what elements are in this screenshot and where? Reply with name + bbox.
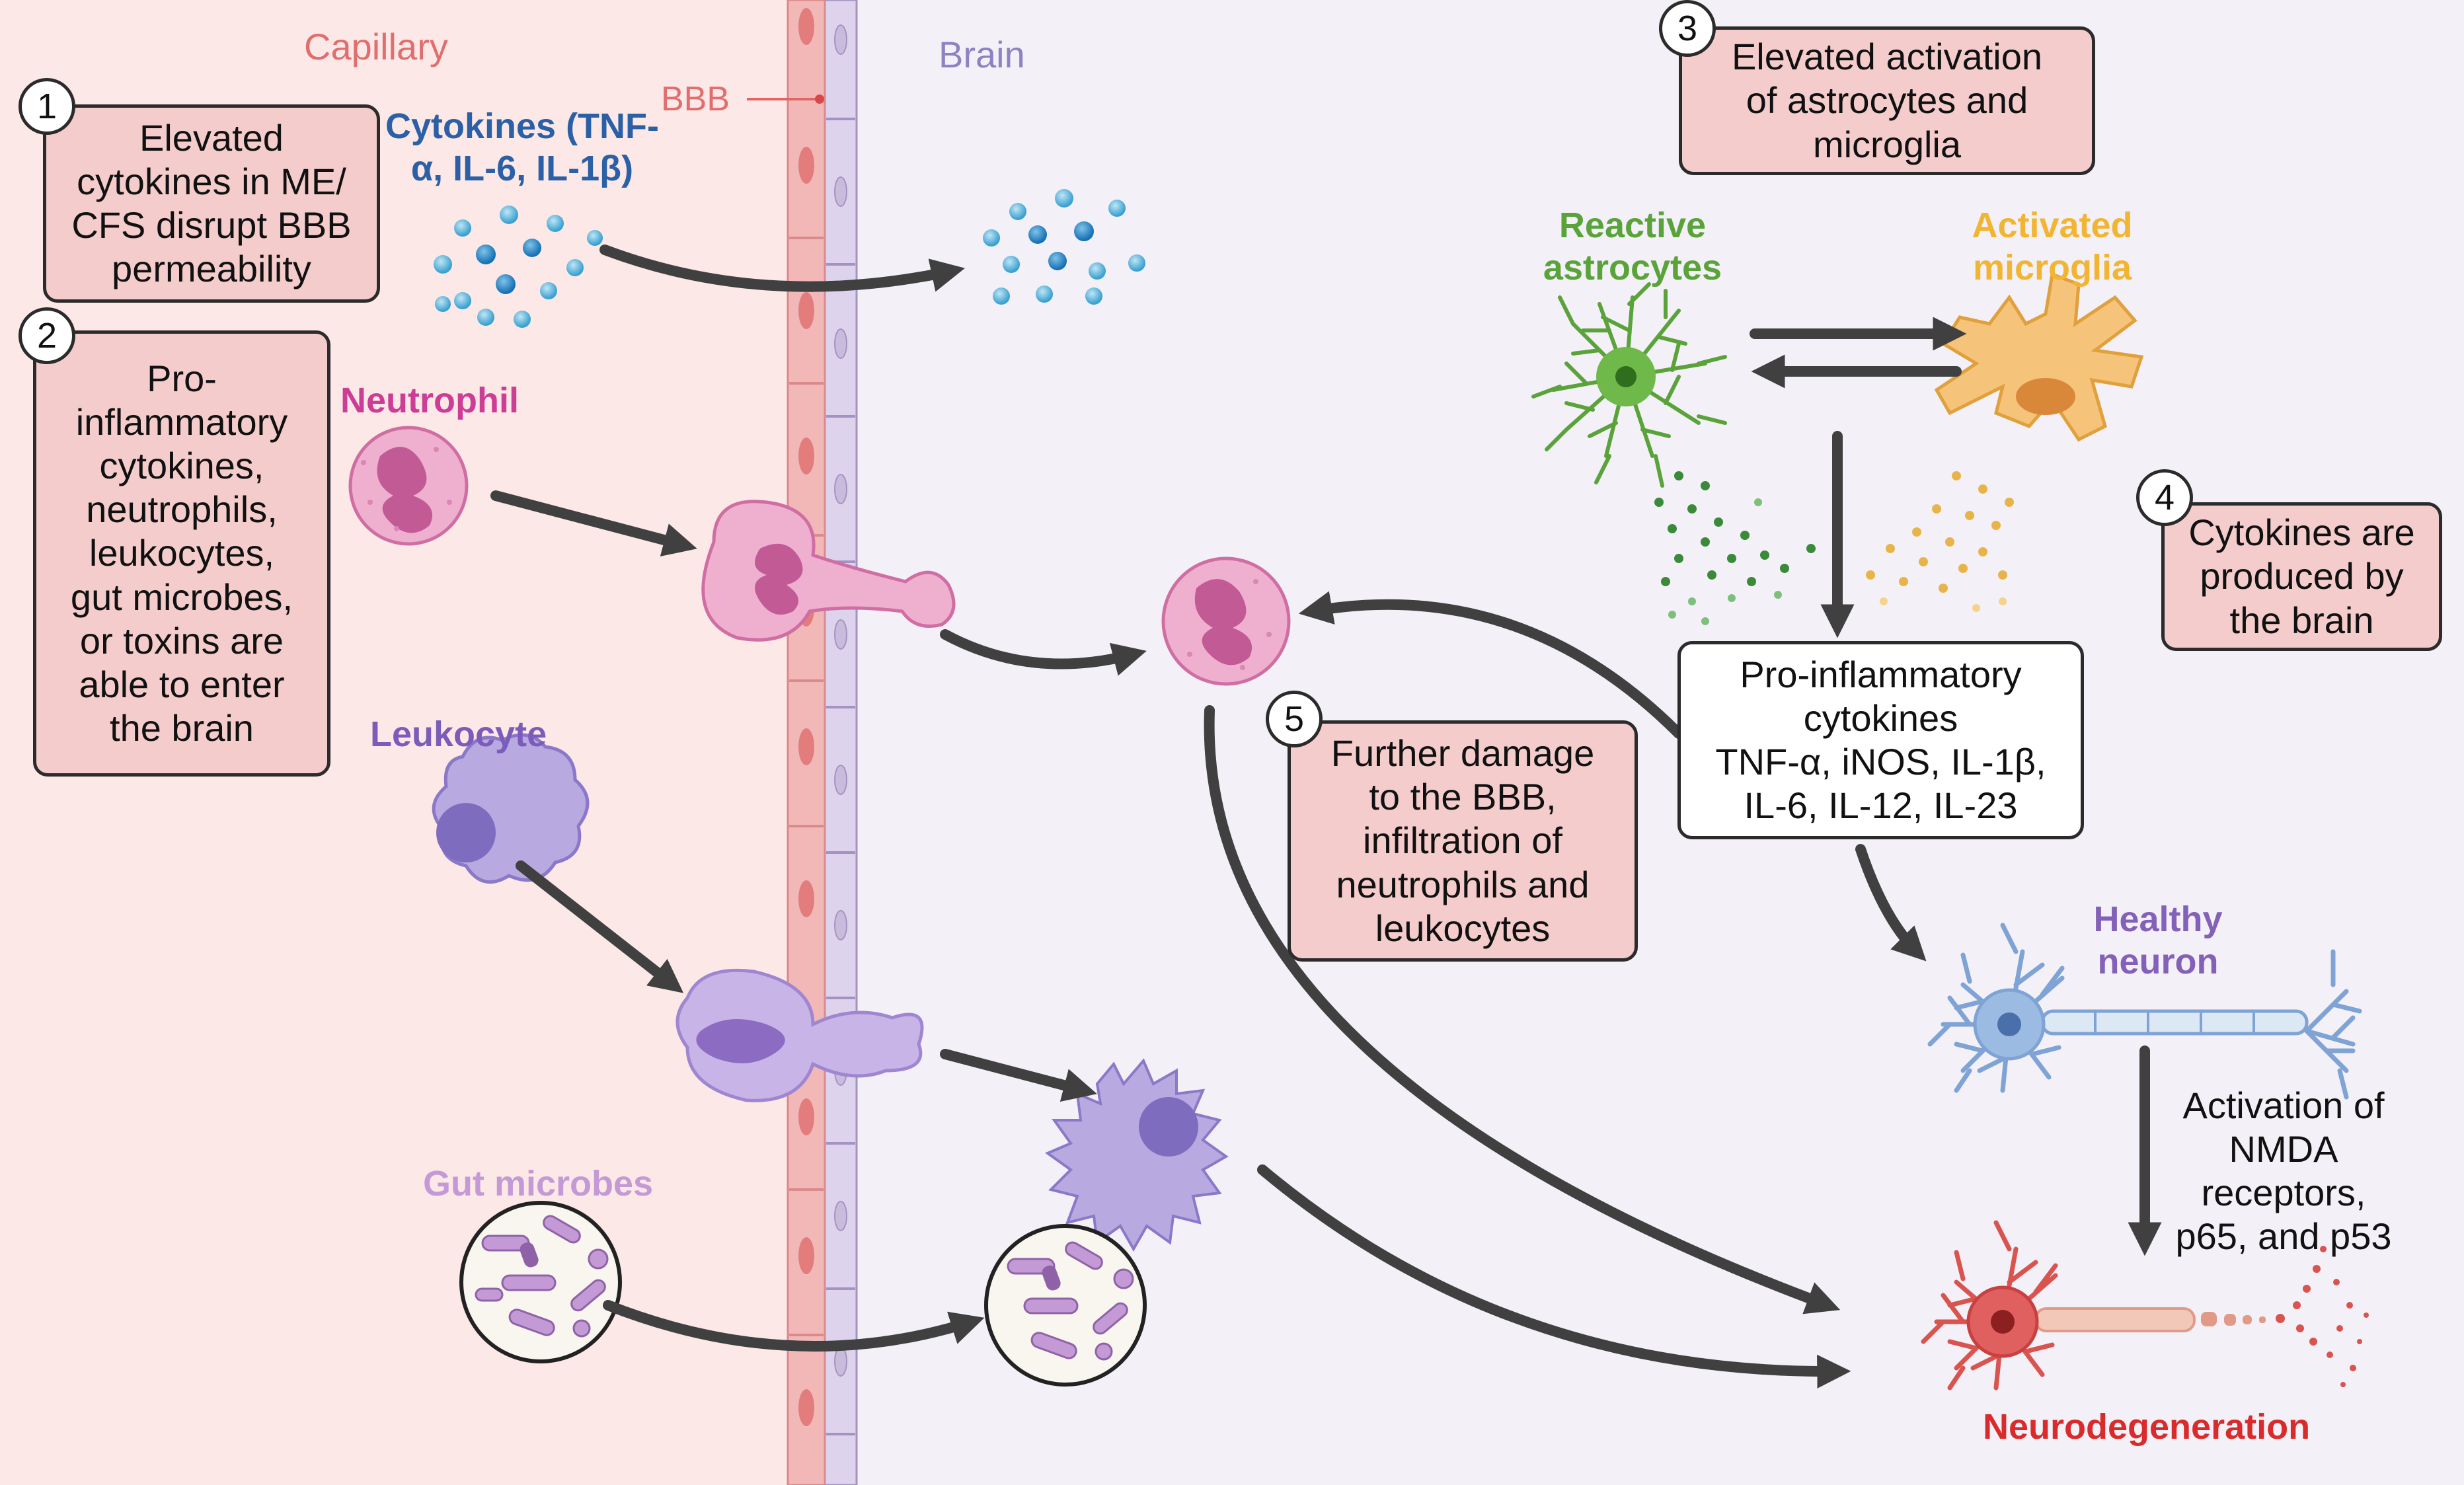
arrow-neutrophil-to-degeneration (1204, 705, 1841, 1314)
activated-microglia (1934, 272, 2144, 442)
leukocyte-cell (432, 733, 590, 884)
gut-microbes-label: Gut microbes (423, 1164, 654, 1203)
myelin-segments (2094, 1011, 2255, 1034)
capillary-label: Capillary (304, 26, 448, 67)
leukocyte-brain (1044, 1058, 1229, 1252)
neutrophil-crossing (701, 500, 956, 642)
step-4-number: 4 (2136, 469, 2193, 526)
bbb-pointer-dot (815, 95, 824, 104)
neutrophil-label: Neutrophil (340, 381, 519, 420)
arrow-cytokines-into-brain (599, 245, 966, 292)
activated-microglia-label: Activated microglia (1972, 206, 2133, 287)
step-3-number: 3 (1659, 0, 1716, 57)
degenerating-axon (2034, 1307, 2196, 1332)
reactive-astrocytes-label: Reactive astrocytes (1543, 206, 1722, 287)
arrow-leukocyte-to-degeneration (1257, 1164, 1851, 1389)
step-1-box: Elevated cytokines in ME/ CFS disrupt BB… (43, 104, 380, 303)
degenerating-neuron-nucleus (1991, 1310, 2015, 1334)
neurodegeneration-label: Neurodegeneration (1983, 1407, 2311, 1447)
step-2-box: Pro- inflammatory cytokines, neutrophils… (33, 330, 330, 777)
blood-brain-barrier (787, 0, 858, 1485)
leukocyte-label: Leukocyte (370, 714, 547, 754)
gut-microbes-brain (984, 1224, 1147, 1387)
arrow-microbes-into-brain (603, 1300, 985, 1352)
arrow-leukocyte-into-brain (940, 1049, 1097, 1102)
healthy-axon (2040, 1009, 2309, 1036)
brain-label: Brain (939, 34, 1025, 75)
leukocyte-crossing (675, 968, 924, 1102)
nmda-activation-text: Activation of NMDA receptors, p65, and p… (2175, 1085, 2392, 1258)
cytokine-dots-brain (983, 189, 1145, 305)
arrow-neutrophil-into-brain (940, 629, 1147, 676)
neutrophil-cell (348, 426, 469, 546)
proinflammatory-cytokines-box: Pro-inflammatory cytokines TNF-α, iNOS, … (1677, 641, 2084, 839)
arrow-neutrophil-to-bbb (490, 490, 697, 556)
step-2-number: 2 (19, 307, 75, 364)
step-4-box: Cytokines are produced by the brain (2161, 502, 2442, 651)
terminal-fragments (2276, 1246, 2369, 1387)
cytokine-dots-capillary (434, 206, 603, 328)
gut-microbes-cluster (459, 1201, 622, 1363)
flow-arrows (490, 245, 2162, 1389)
step-3-box: Elevated activation of astrocytes and mi… (1679, 26, 2095, 175)
healthy-neuron-label: Healthy neuron (2093, 899, 2223, 981)
neutrophil-brain (1161, 556, 1291, 686)
step-1-number: 1 (19, 78, 75, 135)
healthy-neuron-nucleus (1997, 1012, 2021, 1036)
arrow-cytokines-to-neuron (1855, 844, 1927, 962)
step-5-box: Further damage to the BBB, infiltration … (1288, 720, 1638, 962)
astrocyte-nucleus (1615, 366, 1636, 387)
arrow-cytokines-to-neutrophil (1298, 591, 1684, 739)
cytokines-label: Cytokines (TNF- α, IL-6, IL-1β) (385, 106, 660, 188)
arrow-leukocyte-to-bbb (516, 860, 684, 993)
microglia-cytokine-dots (1866, 471, 2014, 612)
astrocyte-cytokine-dots (1654, 471, 1816, 625)
bbb-label: BBB (661, 80, 730, 118)
axon-fragments (2201, 1312, 2266, 1326)
step-5-number: 5 (1266, 691, 1323, 747)
